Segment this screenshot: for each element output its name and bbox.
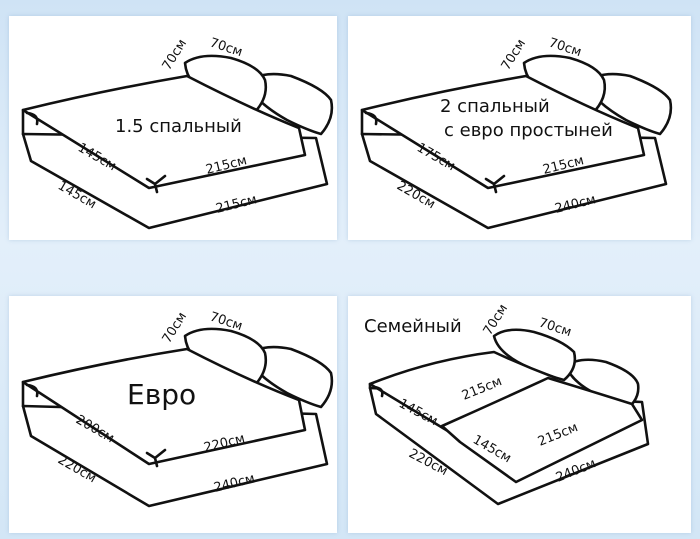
sheet <box>360 74 646 190</box>
bed-diagram: 70см 70см 175см 215см 220см 240см 2 спал… <box>360 36 673 230</box>
size-title: Евро <box>127 378 196 411</box>
bed-diagram: 70см 70см 200см 220см 220см 240см Евро <box>21 310 334 508</box>
corner-fold-mark <box>145 174 167 194</box>
bed-diagram: 70см 70см 145см 215см 145см 215см 220см … <box>364 302 650 506</box>
corner-fold-left <box>372 385 384 398</box>
size-title-line-1: 2 спальный <box>440 96 550 117</box>
corner-fold-left <box>25 383 39 398</box>
panel-single-size: 70см 70см 145см 215см 145см 215см 1.5 сп… <box>9 16 337 240</box>
size-title: 1.5 спальный <box>115 116 242 137</box>
pillow-back <box>245 72 334 136</box>
panel-euro-size: 70см 70см 200см 220см 220см 240см Евро <box>9 296 337 533</box>
corner-fold-mark <box>484 174 506 194</box>
size-title: Семейный <box>364 316 462 337</box>
duvet-right <box>440 376 644 484</box>
corner-fold-left <box>25 111 39 126</box>
sheet <box>21 347 307 466</box>
panel-double-size: 70см 70см 175см 215см 220см 240см 2 спал… <box>348 16 691 240</box>
panel-family-size: 70см 70см 145см 215см 145см 215см 220см … <box>348 296 691 533</box>
corner-fold-left <box>364 111 378 126</box>
pillow-back <box>584 72 673 136</box>
size-title-line-2: с евро простыней <box>444 120 613 141</box>
corner-fold-mark <box>145 448 167 468</box>
duvet-left <box>368 350 558 444</box>
pillow-back <box>245 345 334 409</box>
bed-diagram: 70см 70см 145см 215см 145см 215см 1.5 сп… <box>21 36 334 230</box>
sheet <box>21 74 307 190</box>
